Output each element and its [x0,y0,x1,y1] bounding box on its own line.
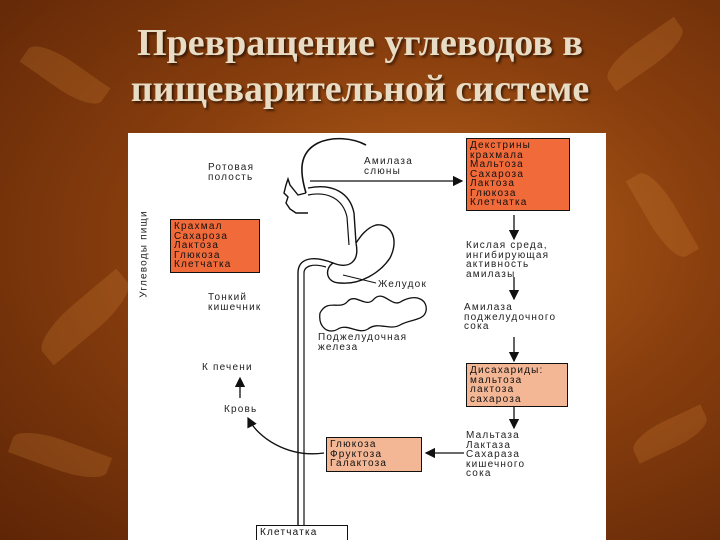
title-line-1: Превращение углеводов в [137,22,583,64]
stomach-outline [326,224,395,284]
mouth-label: Ротовая полость [208,162,255,183]
background-leaf [627,404,713,464]
intestine-curve [297,257,334,274]
food-carbohydrates-box: Крахмал Сахароза Лактоза Глюкоза Клетчат… [170,219,260,273]
pancreas-label: Поджелудочная железа [318,332,408,353]
blood-curve [247,416,325,455]
pancreatic-amylase-label: Амилаза поджелудочного сока [464,302,557,332]
esophagus [307,186,357,244]
to-liver-label: К печени [202,362,253,373]
stomach-label: Желудок [378,279,428,290]
vertical-food-label: Углеводы пищи [138,210,150,298]
head-outline [301,137,367,194]
saliva-amylase-label: Амилаза слюны [364,156,413,177]
intestine-curve-inner [303,264,327,274]
acid-environment-note: Кислая среда, ингибирующая активность ам… [466,240,550,280]
diagram-drawing [234,137,520,533]
title-line-2: пищеварительной системе [130,68,590,110]
background-leaf [31,268,139,366]
intestinal-enzymes-label: Мальтаза Лактаза Сахараза кишечного сока [466,430,526,479]
small-intestine-label: Тонкий кишечник [208,292,262,313]
pancreas-outline [319,295,427,332]
background-leaf [625,166,700,264]
blood-label: Кровь [224,404,258,415]
fiber-output-box: Клетчатка [256,525,348,540]
monosaccharides-box: Глюкоза Фруктоза Галактоза [326,437,422,472]
digestion-diagram: Углеводы пищи Крахмал Сахароза Лактоза Г… [128,133,606,540]
face-outline [283,176,308,214]
disaccharides-box: Дисахариды: мальтоза лактоза сахароза [466,363,568,407]
slide-title: Превращение углеводов в пищеварительной … [0,20,720,112]
mouth-result-box: Декстрины крахмала Мальтоза Сахароза Лак… [466,138,570,211]
esophagus-inner [307,193,350,246]
background-leaf [7,423,113,487]
